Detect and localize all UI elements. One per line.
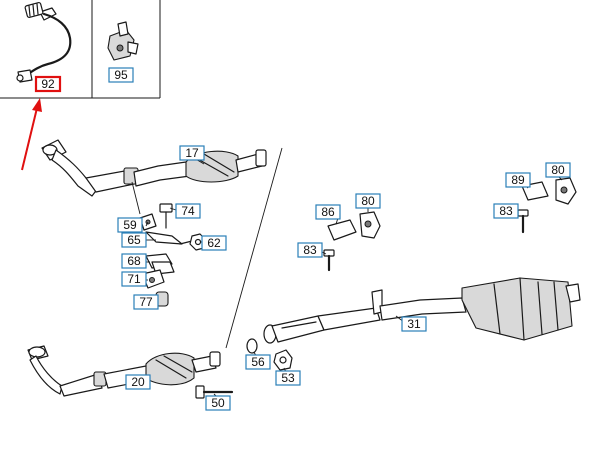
oxygen-sensor-part[interactable] bbox=[16, 1, 72, 83]
part-label-59[interactable]: 59 bbox=[117, 217, 143, 233]
part-label-number: 80 bbox=[551, 163, 565, 177]
part-label-box bbox=[545, 162, 571, 178]
part-label-83b[interactable]: 83 bbox=[493, 203, 519, 219]
assembly-line bbox=[225, 147, 283, 349]
inset-frame bbox=[0, 0, 161, 99]
part-label-number: 53 bbox=[281, 371, 295, 385]
gasket-part-56[interactable] bbox=[246, 338, 258, 354]
part-label-77[interactable]: 77 bbox=[133, 294, 159, 310]
part-label-box bbox=[121, 253, 147, 269]
rubber-hanger-part-80b[interactable] bbox=[555, 177, 577, 205]
part-label-box bbox=[125, 374, 151, 390]
rubber-hanger-part-80a[interactable] bbox=[359, 211, 381, 239]
part-label-95[interactable]: 95 bbox=[108, 67, 134, 83]
part-label-box bbox=[121, 232, 147, 248]
part-label-box bbox=[401, 316, 427, 332]
part-label-box bbox=[355, 193, 381, 209]
part-label-number: 95 bbox=[114, 68, 128, 82]
part-label-80a[interactable]: 80 bbox=[355, 193, 381, 209]
part-label-box bbox=[175, 203, 201, 219]
part-label-92[interactable]: 92 bbox=[34, 75, 62, 93]
part-label-box bbox=[121, 271, 147, 287]
bracket-part-65[interactable] bbox=[145, 231, 197, 245]
part-label-box bbox=[205, 395, 231, 411]
part-label-89[interactable]: 89 bbox=[505, 172, 531, 188]
part-label-box bbox=[505, 172, 531, 188]
bolt-part-50[interactable] bbox=[195, 385, 234, 399]
hanger-part-86[interactable] bbox=[327, 219, 357, 241]
part-label-53[interactable]: 53 bbox=[275, 370, 301, 386]
part-label-80b[interactable]: 80 bbox=[545, 162, 571, 178]
part-label-50[interactable]: 50 bbox=[205, 395, 231, 411]
part-label-71[interactable]: 71 bbox=[121, 271, 147, 287]
bolt-part-74[interactable] bbox=[159, 203, 173, 229]
part-label-number: 80 bbox=[361, 194, 375, 208]
part-label-box bbox=[493, 203, 519, 219]
part-label-number: 31 bbox=[407, 317, 421, 331]
part-label-86[interactable]: 86 bbox=[315, 204, 341, 220]
part-label-box bbox=[108, 67, 134, 83]
front-pipe-lower-part[interactable] bbox=[27, 345, 221, 397]
part-label-number: 50 bbox=[211, 396, 225, 410]
part-label-box bbox=[179, 145, 205, 161]
part-label-number: 89 bbox=[511, 173, 525, 187]
part-label-box bbox=[297, 242, 323, 258]
part-label-number: 77 bbox=[139, 295, 153, 309]
part-label-number: 74 bbox=[181, 204, 195, 218]
part-label-56[interactable]: 56 bbox=[245, 354, 271, 370]
part-label-number: 20 bbox=[131, 375, 145, 389]
part-label-number: 65 bbox=[127, 233, 141, 247]
part-label-number: 59 bbox=[123, 218, 137, 232]
part-label-number: 71 bbox=[127, 272, 141, 286]
part-label-number: 56 bbox=[251, 355, 265, 369]
part-label-20[interactable]: 20 bbox=[125, 374, 151, 390]
part-label-68[interactable]: 68 bbox=[121, 253, 147, 269]
part-label-74[interactable]: 74 bbox=[175, 203, 201, 219]
bolt-part-83a[interactable] bbox=[323, 249, 335, 272]
part-label-17[interactable]: 17 bbox=[179, 145, 205, 161]
part-label-31[interactable]: 31 bbox=[401, 316, 427, 332]
pointer-arrow bbox=[21, 98, 42, 171]
part-label-65[interactable]: 65 bbox=[121, 232, 147, 248]
part-label-number: 17 bbox=[185, 146, 199, 160]
part-label-83a[interactable]: 83 bbox=[297, 242, 323, 258]
part-label-box bbox=[117, 217, 143, 233]
part-label-62[interactable]: 62 bbox=[201, 235, 227, 251]
clamp-part-53[interactable] bbox=[273, 349, 293, 371]
part-label-box bbox=[201, 235, 227, 251]
part-label-box bbox=[315, 204, 341, 220]
part-label-number: 68 bbox=[127, 254, 141, 268]
connector-clip-part[interactable] bbox=[107, 21, 139, 61]
front-pipe-upper-part[interactable] bbox=[41, 139, 267, 197]
rear-muffler-part[interactable] bbox=[263, 277, 581, 344]
part-label-number: 86 bbox=[321, 205, 335, 219]
part-label-box bbox=[245, 354, 271, 370]
bolt-part-83b[interactable] bbox=[517, 209, 529, 234]
part-label-box bbox=[34, 75, 62, 93]
assembly-line-2 bbox=[131, 181, 141, 215]
part-label-box bbox=[133, 294, 159, 310]
part-label-number: 62 bbox=[207, 236, 221, 250]
part-label-number: 83 bbox=[303, 243, 317, 257]
part-label-number: 92 bbox=[41, 77, 55, 91]
part-label-number: 83 bbox=[499, 204, 513, 218]
part-label-box bbox=[275, 370, 301, 386]
